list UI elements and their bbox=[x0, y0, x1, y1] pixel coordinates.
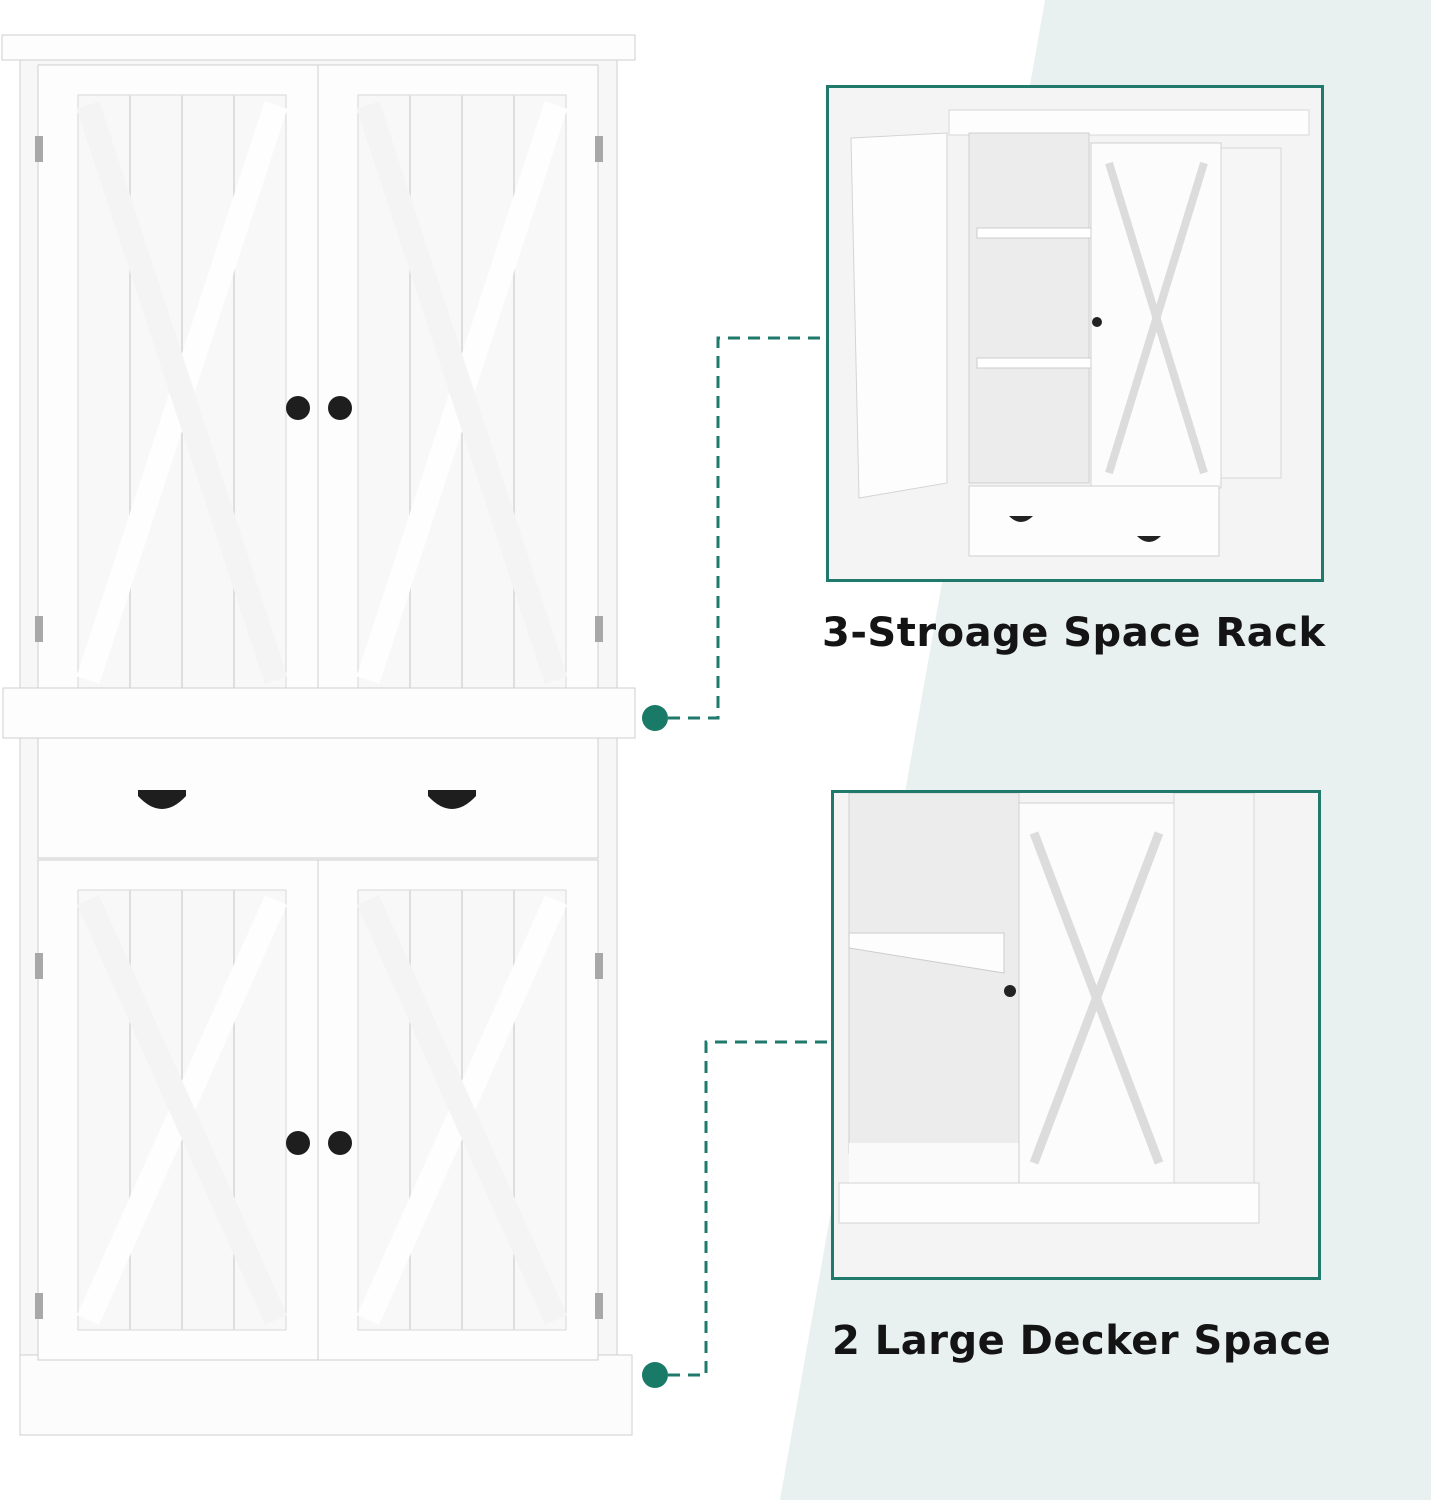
top-cap bbox=[1, 34, 636, 61]
door-knob bbox=[328, 1131, 352, 1155]
x-brace bbox=[76, 101, 288, 684]
x-brace bbox=[357, 895, 567, 1325]
hinge bbox=[595, 1293, 603, 1319]
hinge bbox=[595, 953, 603, 979]
hinge bbox=[595, 616, 603, 642]
base bbox=[838, 1182, 1260, 1224]
base-plinth bbox=[19, 1354, 633, 1436]
x-brace bbox=[77, 895, 287, 1325]
connector-dot-lower bbox=[642, 1362, 668, 1388]
door-knob bbox=[286, 1131, 310, 1155]
cup-pull-handle bbox=[428, 790, 476, 809]
open-upper-cabinet-image bbox=[829, 88, 1321, 579]
inset-upper-storage bbox=[826, 85, 1324, 582]
open-lower-cabinet-image bbox=[834, 793, 1318, 1277]
caption-upper: 3-Stroage Space Rack bbox=[822, 610, 1326, 656]
x-brace-shade bbox=[76, 101, 288, 684]
x-brace-shade bbox=[357, 895, 567, 1325]
shelf bbox=[976, 357, 1093, 369]
hinge bbox=[595, 136, 603, 162]
x-brace-shade bbox=[356, 101, 568, 684]
door-knob bbox=[328, 396, 352, 420]
hinge bbox=[35, 953, 43, 979]
shelf bbox=[848, 932, 1005, 974]
pantry-cabinet-main-image bbox=[1, 34, 636, 1436]
drawer bbox=[37, 737, 599, 859]
connector-lower bbox=[668, 1040, 831, 1377]
connector-dot-upper bbox=[642, 705, 668, 731]
cup-handle bbox=[1137, 536, 1161, 542]
hinge bbox=[35, 616, 43, 642]
drawer bbox=[968, 485, 1220, 557]
door-knob bbox=[286, 396, 310, 420]
shelf bbox=[976, 227, 1093, 239]
cup-pull-handle bbox=[138, 790, 186, 809]
x-brace-shade bbox=[77, 895, 287, 1325]
middle-ledge bbox=[2, 687, 636, 739]
knob bbox=[1092, 317, 1102, 327]
open-door bbox=[850, 132, 948, 499]
connector-upper bbox=[668, 336, 826, 720]
caption-lower: 2 Large Decker Space bbox=[832, 1318, 1332, 1364]
knob bbox=[1004, 985, 1016, 997]
hinge bbox=[35, 136, 43, 162]
hinge bbox=[35, 1293, 43, 1319]
inset-lower-storage bbox=[831, 790, 1321, 1280]
cup-handle bbox=[1009, 516, 1033, 522]
x-brace bbox=[356, 101, 568, 684]
